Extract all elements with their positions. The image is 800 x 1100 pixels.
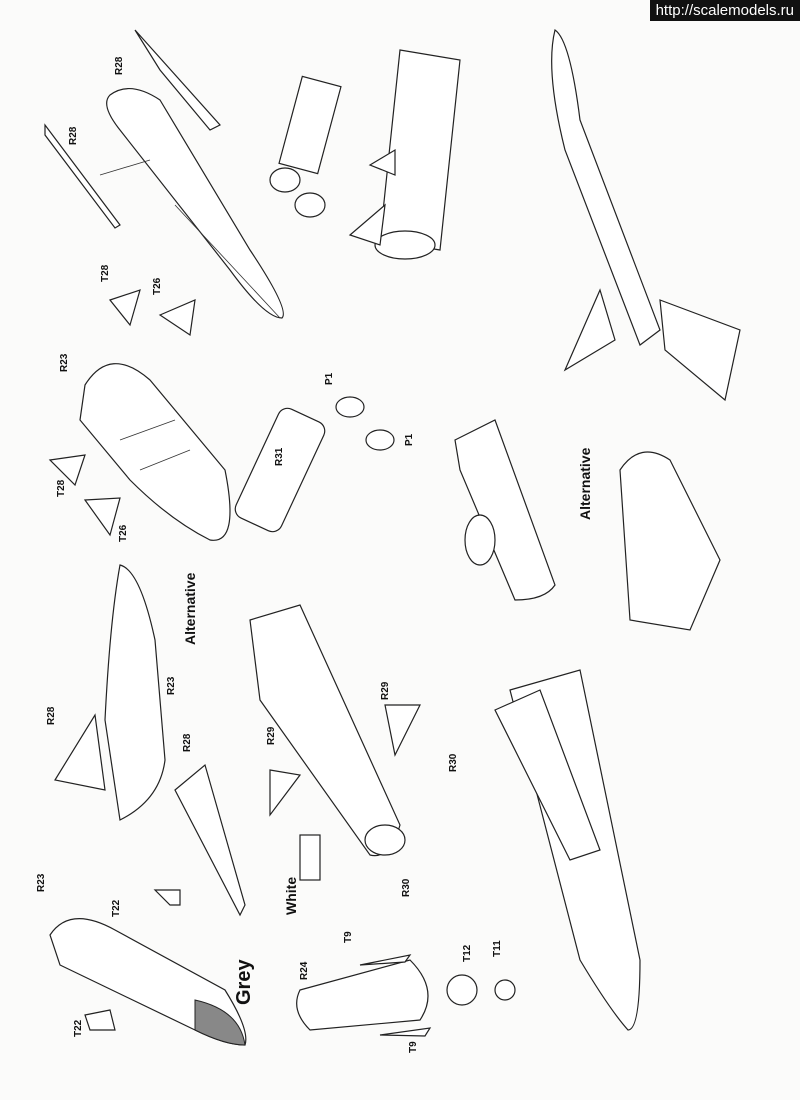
part-label: T28 bbox=[100, 264, 111, 282]
color-label-white: White bbox=[283, 877, 299, 915]
part-label: R28 bbox=[46, 706, 57, 725]
missile-drawing-right-alternative bbox=[551, 29, 741, 631]
part-label: R23 bbox=[166, 676, 177, 695]
fin-r28 bbox=[174, 763, 246, 917]
part-label: R30 bbox=[448, 753, 459, 772]
part-t22 bbox=[153, 889, 181, 906]
part-t9 bbox=[359, 954, 412, 966]
part-label: T9 bbox=[408, 1041, 419, 1053]
part-label: T26 bbox=[152, 277, 163, 295]
motor-drawing-center bbox=[454, 419, 556, 601]
part-label: T26 bbox=[118, 524, 129, 542]
part-label: R28 bbox=[114, 56, 125, 75]
part-label: P1 bbox=[324, 372, 335, 385]
booster-white-drawing bbox=[249, 604, 421, 881]
part-label: R24 bbox=[299, 961, 310, 980]
missile-drawing-bottom-right bbox=[494, 669, 641, 1031]
fin-r28 bbox=[134, 29, 221, 131]
part-label: R28 bbox=[68, 126, 79, 145]
part-t26 bbox=[158, 299, 196, 337]
part-label: R31 bbox=[274, 447, 285, 466]
motor-exploded-top bbox=[269, 49, 461, 260]
part-label: R29 bbox=[380, 681, 391, 700]
part-label: R28 bbox=[182, 733, 193, 752]
part-t11 bbox=[494, 979, 516, 1001]
missile-drawing-top-left bbox=[44, 29, 284, 319]
part-label: T22 bbox=[111, 899, 122, 917]
part-label: T28 bbox=[56, 479, 67, 497]
color-label-grey: Grey bbox=[233, 959, 255, 1005]
fin-r29 bbox=[384, 704, 421, 757]
missile-drawing-left-alternative bbox=[54, 564, 246, 917]
part-t26 bbox=[83, 497, 121, 537]
part-label: R29 bbox=[266, 726, 277, 745]
fin-r28 bbox=[54, 713, 106, 791]
alternative-label: Alternative bbox=[182, 572, 198, 645]
part-t28 bbox=[48, 454, 86, 487]
part-label: R23 bbox=[59, 353, 70, 372]
part-label: T22 bbox=[73, 1019, 84, 1037]
part-label: R30 bbox=[401, 878, 412, 897]
motor-r24-drawing bbox=[296, 954, 516, 1037]
part-label: P1 bbox=[404, 433, 415, 446]
warhead-section-drawing bbox=[48, 289, 231, 541]
nose-section-grey-drawing bbox=[49, 889, 247, 1046]
fin-r29 bbox=[269, 769, 302, 817]
fin-r28 bbox=[44, 123, 121, 229]
part-label: R23 bbox=[36, 873, 47, 892]
part-t12 bbox=[446, 974, 478, 1006]
alternative-label: Alternative bbox=[577, 447, 593, 520]
watermark: http://scalemodels.ru bbox=[649, 0, 800, 21]
part-label: T11 bbox=[492, 940, 503, 957]
part-label: T9 bbox=[343, 931, 354, 943]
part-label: T12 bbox=[462, 944, 473, 962]
part-t22 bbox=[84, 1009, 116, 1031]
part-t9 bbox=[379, 1027, 432, 1037]
r31-tubes-drawing bbox=[234, 396, 395, 533]
part-t28 bbox=[108, 289, 141, 327]
